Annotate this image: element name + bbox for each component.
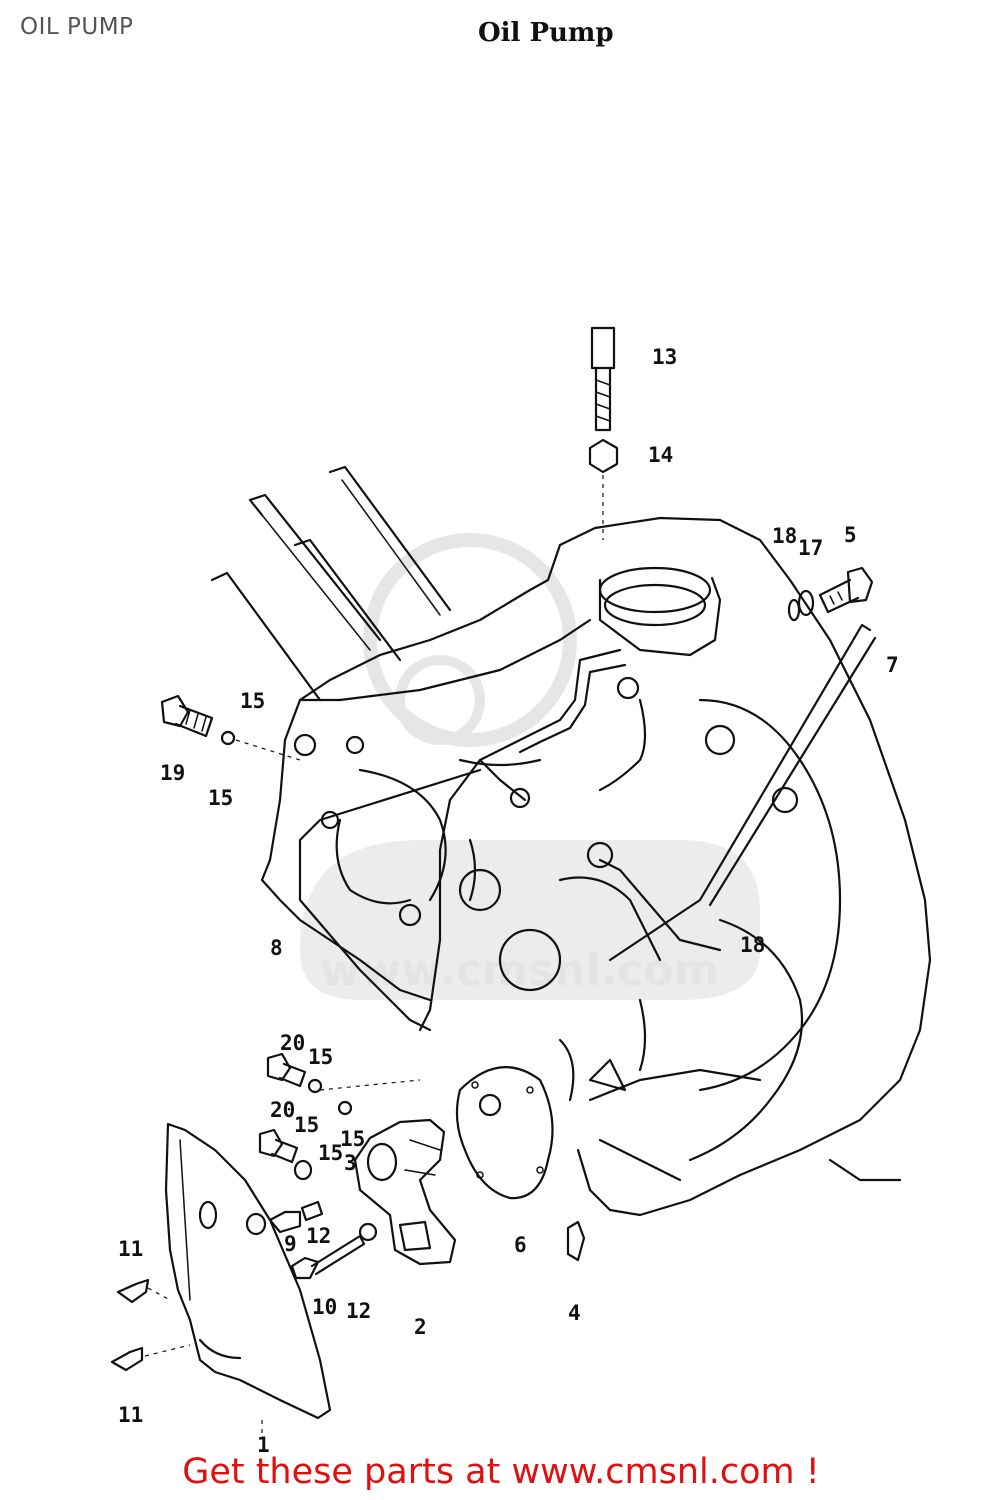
screws-11 [110, 1278, 191, 1372]
cylinder-studs [210, 465, 452, 702]
callout-8: 8 [270, 936, 283, 960]
callout-15-d: 15 [294, 1113, 319, 1137]
bolts-20 [258, 1052, 421, 1181]
callout-18-top: 18 [772, 524, 797, 548]
callout-4: 4 [568, 1301, 581, 1325]
callout-11-b: 11 [118, 1403, 143, 1427]
bolt-19 [160, 694, 301, 761]
watermark-logo: www.cmsnl.com [300, 533, 760, 1000]
control-rod [586, 623, 877, 962]
callout-9: 9 [284, 1232, 297, 1256]
callout-6: 6 [514, 1233, 527, 1257]
callout-12-a: 12 [306, 1224, 331, 1248]
part-4-clip [566, 1220, 586, 1262]
bolts-9-10 [245, 1200, 378, 1280]
diagram-title: Oil Pump [478, 18, 614, 48]
gasket-6 [455, 1066, 554, 1200]
callout-20-a: 20 [280, 1031, 305, 1055]
callout-3: 3 [344, 1151, 357, 1175]
callout-11-a: 11 [118, 1237, 143, 1261]
callout-5: 5 [844, 523, 857, 547]
callout-14: 14 [648, 443, 673, 467]
callout-15-f: 15 [318, 1141, 343, 1165]
callout-15-a: 15 [240, 689, 265, 713]
callout-17: 17 [798, 536, 823, 560]
page-label: OIL PUMP [20, 14, 134, 40]
callout-13: 13 [652, 345, 677, 369]
callout-7: 7 [886, 653, 899, 677]
crankcase [260, 516, 932, 1217]
callout-19: 19 [160, 761, 185, 785]
callout-20-b: 20 [270, 1098, 295, 1122]
callout-10: 10 [312, 1295, 337, 1319]
cover-1 [164, 1122, 332, 1438]
bolt-5 [787, 566, 874, 622]
callout-12-b: 12 [346, 1299, 371, 1323]
oil-pipes [298, 648, 640, 1032]
get-parts-link[interactable]: Get these parts at www.cmsnl.com ! [182, 1452, 820, 1492]
callout-2: 2 [414, 1315, 427, 1339]
bolt-13 [588, 326, 619, 540]
callout-18-mid: 18 [740, 933, 765, 957]
callout-15-b: 15 [208, 786, 233, 810]
callout-15-c: 15 [308, 1045, 333, 1069]
oil-pump-body [353, 1118, 457, 1266]
callout-1: 1 [257, 1433, 270, 1457]
callout-labels: 13 14 18 17 5 7 15 19 15 8 18 20 15 20 1… [118, 345, 899, 1457]
callout-15-e: 15 [340, 1127, 365, 1151]
